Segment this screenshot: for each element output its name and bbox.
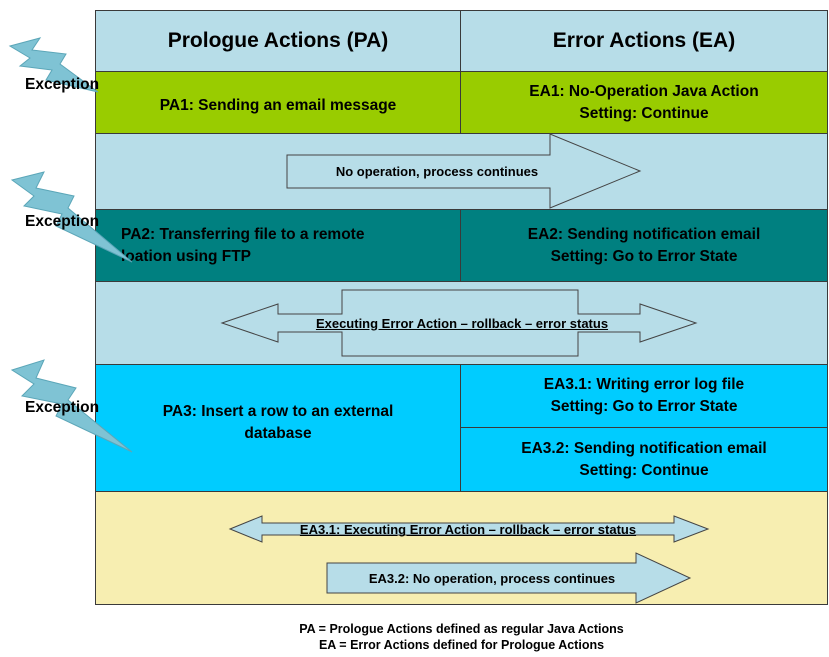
pa2-line1: PA2: Transferring file to a remote xyxy=(121,225,365,243)
pa3-cell xyxy=(95,364,461,492)
ea1-line2: Setting: Continue xyxy=(579,104,709,122)
ea3-1-line2: Setting: Go to Error State xyxy=(550,398,738,415)
ea1-label: EA1: No-Operation Java Action Setting: C… xyxy=(460,71,828,134)
band2-arrow-label: Executing Error Action – rollback – erro… xyxy=(315,315,609,331)
footer-legend: PA = Prologue Actions defined as regular… xyxy=(95,621,828,657)
header-error-title: Error Actions (EA) xyxy=(552,29,736,52)
exception-label-2: Exception xyxy=(25,213,100,230)
pa1-cell xyxy=(95,71,461,134)
pa2-line2: loation using FTP xyxy=(121,247,252,265)
ea3-2-label: EA3.2: Sending notification email Settin… xyxy=(460,427,828,492)
ea3-1-line1: EA3.1: Writing error log file xyxy=(543,376,745,393)
ea1-line1: EA1: No-Operation Java Action xyxy=(529,82,759,100)
ea3-1-cell xyxy=(460,364,828,428)
continue-arrow xyxy=(286,133,642,209)
header-prologue-cell xyxy=(95,10,461,72)
rollback-double-arrow xyxy=(220,289,698,357)
header-prologue-title: Prologue Actions (PA) xyxy=(167,29,389,52)
ea3-2-line1: EA3.2: Sending notification email xyxy=(521,439,767,457)
exception-label-3: Exception xyxy=(25,399,100,416)
lightning-icon xyxy=(10,171,133,263)
ea3-2-line2: Setting: Continue xyxy=(579,461,709,479)
pa2-cell xyxy=(95,209,461,282)
pa3-line1: PA3: Insert a row to an external xyxy=(162,403,394,420)
band1-arrow-label: No operation, process continues xyxy=(335,164,539,179)
pa3-line2: database xyxy=(244,425,312,442)
header-error-cell xyxy=(460,10,828,72)
ea2-line2: Setting: Go to Error State xyxy=(550,247,738,265)
ea2-label: EA2: Sending notification email Setting:… xyxy=(460,209,828,282)
band3-top-arrow-label: EA3.1: Executing Error Action – rollback… xyxy=(299,521,637,537)
ea2-line1: EA2: Sending notification email xyxy=(527,225,761,243)
ea3-2-cell xyxy=(460,427,828,492)
ea3-1-double-arrow xyxy=(228,515,710,543)
footer-line-pa: PA = Prologue Actions defined as regular… xyxy=(299,622,624,636)
ea3-1-label: EA3.1: Writing error log file Setting: G… xyxy=(460,364,828,428)
lightning-icon xyxy=(8,37,99,93)
pa2-label: PA2: Transferring file to a remote loati… xyxy=(95,209,461,282)
pa1-label: PA1: Sending an email message xyxy=(159,96,397,114)
footer-line-ea: EA = Error Actions defined for Prologue … xyxy=(318,638,605,652)
pa3-label: PA3: Insert a row to an external databas… xyxy=(95,364,461,492)
band3-bottom-arrow-label: EA3.2: No operation, process continues xyxy=(368,570,616,586)
exception-label-1: Exception xyxy=(25,76,100,93)
lightning-icon xyxy=(10,359,133,453)
ea2-cell xyxy=(460,209,828,282)
ea3-2-continue-arrow xyxy=(326,552,692,604)
